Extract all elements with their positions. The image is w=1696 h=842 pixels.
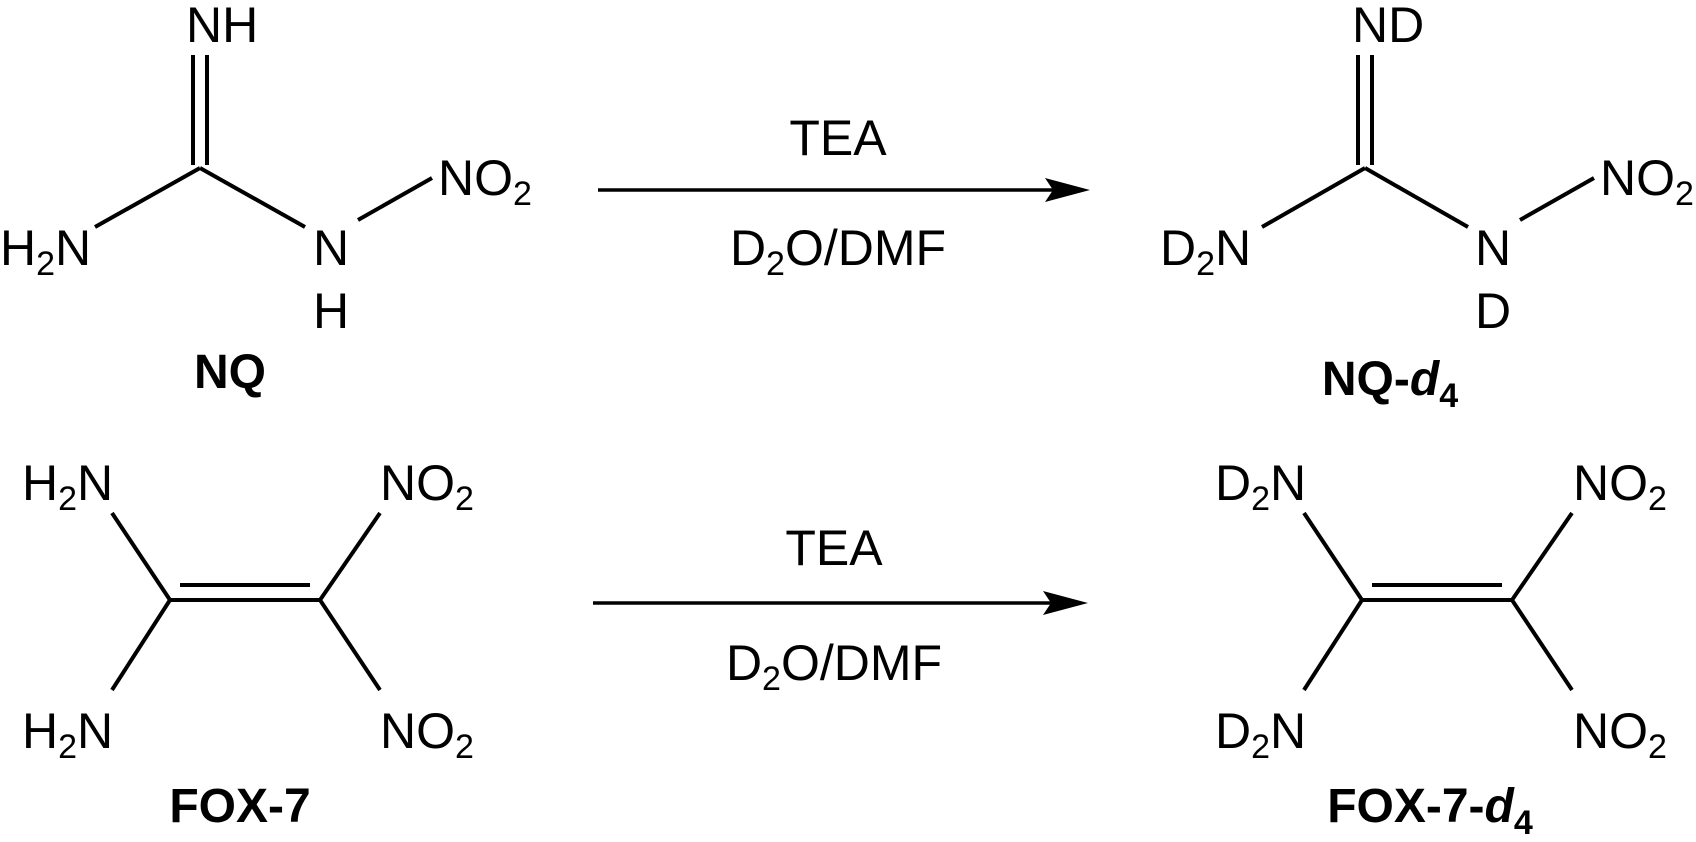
bond-c-nd — [1364, 166, 1469, 229]
reagent-above-2: TEA — [785, 520, 883, 576]
bond-c-no2-bottom — [318, 598, 382, 692]
atom-nh-n: N — [313, 220, 349, 276]
bond-nd-no2 — [1519, 176, 1595, 222]
compound-label-nq-d4: NQ-d4 — [1322, 353, 1458, 415]
reaction-arrow-1: TEA D2O/DMF — [598, 110, 1090, 283]
atom-imine: NH — [186, 0, 258, 53]
arrow-head — [1045, 178, 1090, 202]
bond-c-no2-top — [1510, 511, 1574, 602]
atom-nitro-bottom: NO2 — [380, 703, 474, 766]
reactant-fox7: H2N H2N NO2 NO2 FOX-7 — [22, 455, 474, 833]
atom-nitro: NO2 — [1600, 150, 1694, 213]
atom-nitro-top: NO2 — [1573, 455, 1667, 518]
atom-nd-n: N — [1475, 220, 1511, 276]
bond-c-no2-top — [318, 511, 382, 602]
compound-label-nq: NQ — [194, 346, 266, 399]
atom-nitro-bottom: NO2 — [1573, 703, 1667, 766]
bond-c-nh2 — [94, 166, 201, 229]
compound-label-fox7: FOX-7 — [169, 780, 310, 833]
reagent-below-1: D2O/DMF — [730, 220, 946, 283]
compound-label-fox7-d4: FOX-7-d4 — [1327, 780, 1533, 842]
reactant-nq: NH H2N NO2 N H NQ — [0, 0, 532, 399]
bond-c-nh — [199, 166, 306, 229]
bond-c-nh2-bottom — [110, 598, 172, 692]
reagent-above-1: TEA — [789, 110, 887, 166]
reagent-below-2: D2O/DMF — [726, 635, 942, 698]
atom-nh-h: H — [313, 283, 349, 339]
bond-c-nh2-top — [110, 511, 172, 602]
bond-c-nd2-bottom — [1302, 598, 1364, 692]
product-fox7-d4: D2N D2N NO2 NO2 FOX-7-d4 — [1215, 455, 1667, 842]
bond-c-no2-bottom — [1510, 598, 1574, 692]
atom-imine: ND — [1352, 0, 1424, 53]
bond-nh-no2 — [357, 176, 433, 222]
atom-amine: H2N — [0, 220, 91, 283]
arrow-head — [1043, 591, 1088, 615]
reaction-arrow-2: TEA D2O/DMF — [593, 520, 1088, 698]
atom-nitro-top: NO2 — [380, 455, 474, 518]
bond-c-nd2 — [1261, 166, 1366, 229]
atom-amine-top: D2N — [1215, 455, 1306, 518]
atom-amine-bottom: H2N — [22, 703, 113, 766]
atom-amine-bottom: D2N — [1215, 703, 1306, 766]
atom-amine: D2N — [1160, 220, 1251, 283]
atom-nd-d: D — [1475, 283, 1511, 339]
bond-c-nd2-top — [1302, 511, 1364, 602]
atom-nitro: NO2 — [438, 150, 532, 213]
product-nq-d4: ND D2N NO2 N D NQ-d4 — [1160, 0, 1694, 415]
atom-amine-top: H2N — [22, 455, 113, 518]
